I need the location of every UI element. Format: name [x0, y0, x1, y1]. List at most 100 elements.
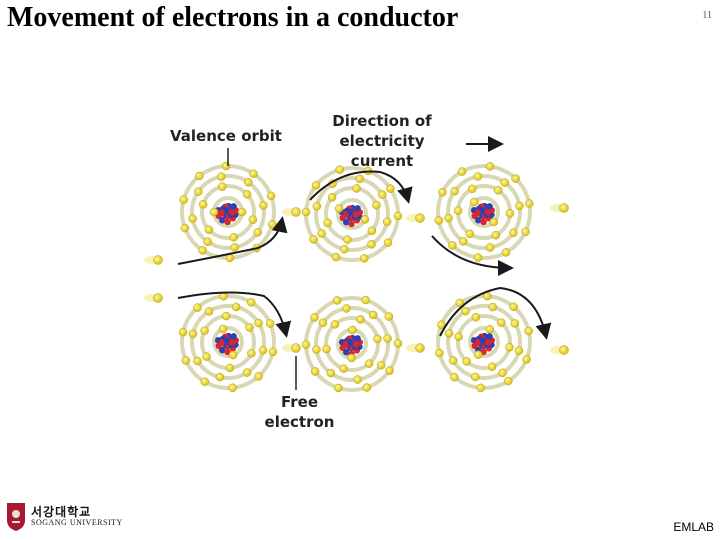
- valence-orbit-ring: [446, 304, 522, 380]
- electron: [485, 325, 495, 334]
- valence-orbit-ring: [200, 184, 256, 240]
- direction-label: Direction of electricity current: [332, 112, 432, 170]
- electron: [455, 298, 464, 308]
- neutron: [354, 335, 361, 342]
- electron: [228, 383, 237, 393]
- atom: [178, 291, 278, 393]
- electron: [473, 350, 483, 359]
- free-electron: [291, 343, 301, 353]
- electron: [330, 320, 340, 329]
- electron: [457, 167, 467, 176]
- electron: [355, 174, 364, 184]
- free-electron: [559, 203, 569, 213]
- electron: [493, 185, 503, 195]
- electron: [217, 172, 226, 181]
- flow-arrow-row1-right: [431, 235, 514, 276]
- neutron: [223, 207, 230, 214]
- electron: [385, 366, 394, 375]
- electron: [448, 241, 457, 250]
- electron: [200, 326, 209, 335]
- electron: [343, 235, 352, 244]
- electron: [511, 174, 520, 183]
- sogang-shield-icon: [7, 503, 25, 531]
- electron: [487, 362, 497, 371]
- electron: [435, 348, 444, 358]
- electron: [471, 372, 480, 382]
- electron: [318, 318, 328, 328]
- electron: [438, 188, 447, 197]
- electron: [178, 327, 188, 337]
- electron: [229, 233, 239, 242]
- electron: [524, 199, 534, 208]
- electron: [198, 246, 207, 255]
- electron: [348, 325, 357, 335]
- electron: [444, 213, 453, 223]
- atom: [301, 295, 403, 393]
- electron: [384, 312, 394, 321]
- valence-orbit-label: Valence orbit: [170, 127, 282, 145]
- atom: [435, 291, 533, 393]
- electron: [326, 368, 336, 378]
- electron-flow-figure: Valence orbit Direction of electricity c…: [140, 108, 580, 436]
- electron: [249, 169, 258, 178]
- valence-orbit-ring: [324, 186, 380, 242]
- free-electron: [415, 213, 425, 223]
- electron: [383, 238, 393, 247]
- electron: [204, 307, 214, 316]
- electron: [246, 298, 256, 307]
- electron: [248, 215, 258, 224]
- free-electron: [291, 207, 301, 217]
- electron: [521, 227, 530, 236]
- electron: [340, 244, 349, 254]
- valence-orbit-ring: [212, 326, 244, 358]
- atom: [301, 165, 403, 263]
- valence-orbit-ring: [180, 294, 276, 390]
- electron: [268, 220, 277, 229]
- electron: [353, 375, 362, 384]
- electron: [450, 372, 459, 382]
- electron: [322, 344, 331, 354]
- valence-orbit-ring: [468, 196, 500, 228]
- page-number: 11: [702, 10, 712, 21]
- electron: [323, 218, 332, 228]
- electron: [444, 329, 454, 338]
- electron: [509, 302, 518, 312]
- proton: [484, 209, 492, 216]
- electron: [500, 178, 510, 187]
- neutron: [347, 339, 354, 346]
- electron: [217, 182, 227, 191]
- proton: [484, 339, 492, 346]
- electron: [448, 356, 458, 365]
- electron: [311, 181, 321, 190]
- electron: [362, 383, 372, 392]
- electron: [368, 310, 378, 320]
- valence-orbit-ring: [446, 174, 522, 250]
- electron: [334, 204, 344, 213]
- electron: [473, 172, 483, 181]
- neutron: [219, 346, 226, 354]
- valence-orbit-ring: [190, 304, 266, 380]
- neutron: [230, 333, 237, 340]
- electron: [514, 346, 524, 355]
- electron: [231, 302, 241, 312]
- electron: [301, 340, 311, 349]
- electron: [193, 303, 202, 312]
- neutron: [343, 218, 350, 226]
- electron: [310, 367, 320, 376]
- electron: [221, 311, 231, 321]
- neutron: [479, 207, 486, 214]
- valence-orbit-ring: [436, 164, 532, 260]
- electron: [458, 237, 468, 246]
- electron: [335, 165, 344, 174]
- electron: [204, 225, 214, 234]
- valence-orbit-ring: [336, 198, 368, 230]
- university-logo: 서강대학교 SOGANG UNIVERSITY: [6, 502, 122, 532]
- electron: [268, 347, 278, 357]
- valence-orbit-ring: [314, 176, 390, 252]
- electron: [515, 201, 524, 211]
- electron: [376, 360, 386, 370]
- neutron: [475, 216, 482, 224]
- electron: [244, 178, 253, 187]
- electron: [225, 363, 235, 373]
- free-electron: [153, 255, 163, 265]
